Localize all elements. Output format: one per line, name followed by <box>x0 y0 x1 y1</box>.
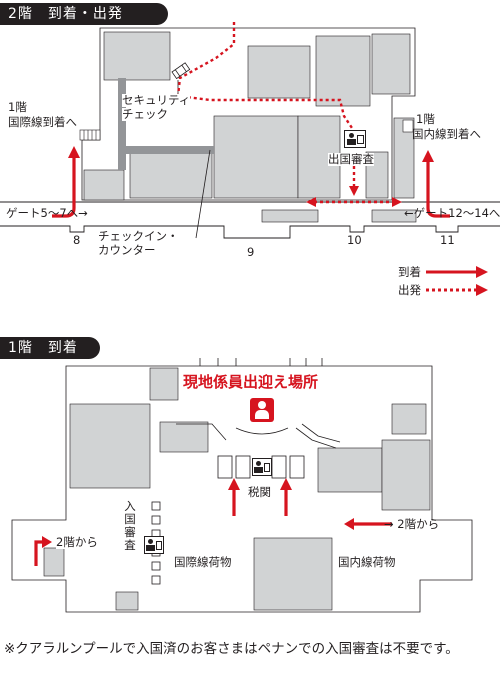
gate-number-10: 10 <box>347 233 362 247</box>
right-stairs-label-2: 国内線到着へ <box>412 127 481 141</box>
stairs-left <box>79 129 101 141</box>
checkin-counter <box>118 78 214 170</box>
security-label-2: チェック <box>122 107 168 121</box>
gate-corridor <box>0 201 500 239</box>
meeting-area-lines <box>176 423 341 449</box>
meeting-point-label: 現地係員出迎え場所 <box>183 373 319 391</box>
f1-immigration-officer-icon <box>144 536 164 554</box>
dom-baggage-label: 国内線荷物 <box>338 555 396 569</box>
security-scanner-icon <box>171 62 191 80</box>
left-stairs-label-2: 国際線到着へ <box>8 115 77 129</box>
f2-immigration-label: 出国審査 <box>328 152 374 166</box>
gate-number-11: 11 <box>440 233 455 247</box>
immigration-officer-icon <box>344 130 366 148</box>
customs-booths <box>217 455 305 479</box>
from2f-left-label: 2階から <box>56 535 98 549</box>
intl-baggage-label: 国際線荷物 <box>174 555 232 569</box>
f1-arrowheads <box>42 478 354 548</box>
floor2-blocks <box>83 31 417 223</box>
arrival-arrow-left <box>52 156 76 218</box>
f1-immigration-label: 入国審査 <box>124 499 136 552</box>
floor2-header: 2階 到着・出発 <box>0 3 168 25</box>
security-label-1: セキュリティ <box>122 93 191 107</box>
customs-officer-icon <box>252 458 272 476</box>
legend-departure-label: 出発 <box>398 283 421 297</box>
checkin-label-2: カウンター <box>98 243 156 257</box>
entrance-ticks <box>199 358 323 366</box>
arrival-arrowhead-left <box>68 146 80 158</box>
arrival-arrow-right <box>426 160 450 218</box>
floor1-blocks <box>43 367 431 611</box>
meeting-point-person-icon <box>250 398 274 422</box>
customs-label: 税関 <box>248 485 271 499</box>
checkin-pointer <box>195 149 211 239</box>
arrival-arrowhead-right <box>422 150 434 162</box>
floor1-header: 1階 到着 <box>0 337 100 359</box>
departure-arrowheads <box>306 186 402 207</box>
from2f-right-label: → 2階から <box>384 517 440 531</box>
gate-left-label: ゲート5～7へ→ <box>6 206 88 220</box>
left-stairs-label-1: 1階 <box>8 100 27 114</box>
f1-arrival-arrows <box>34 488 392 566</box>
checkin-label-1: チェックイン・ <box>98 229 179 243</box>
legend-arrival-label: 到着 <box>398 265 421 279</box>
gate-right-label: ←ゲート12～14へ <box>404 206 500 220</box>
stairs-right <box>402 119 414 133</box>
footnote: ※クアラルンプールで入国済のお客さまはペナンでの入国審査は不要です。 <box>4 641 459 657</box>
gate-number-8: 8 <box>73 233 81 247</box>
gate-number-9: 9 <box>247 245 255 259</box>
right-stairs-label-1: 1階 <box>416 112 435 126</box>
legend <box>426 266 488 296</box>
